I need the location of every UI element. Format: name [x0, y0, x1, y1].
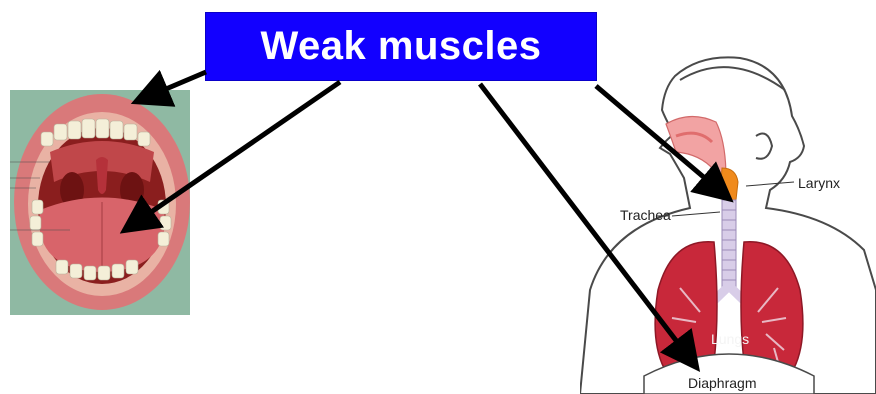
trachea-shape — [721, 199, 737, 289]
respiratory-illustration: Larynx Trachea Lungs Diaphragm — [580, 50, 876, 394]
larynx-label: Larynx — [798, 175, 840, 191]
trachea-label: Trachea — [620, 207, 671, 223]
mouth-illustration — [10, 90, 190, 315]
mouth-drawing — [10, 94, 190, 310]
respiratory-drawing: Larynx Trachea Lungs Diaphragm — [580, 56, 876, 394]
uvula — [96, 157, 108, 194]
title-box: Weak muscles — [205, 12, 597, 81]
title-text: Weak muscles — [260, 24, 542, 68]
diaphragm-label: Diaphragm — [688, 375, 756, 391]
larynx-leader — [745, 181, 795, 187]
lungs-label: Lungs — [711, 331, 749, 347]
guide-lines — [10, 161, 70, 231]
